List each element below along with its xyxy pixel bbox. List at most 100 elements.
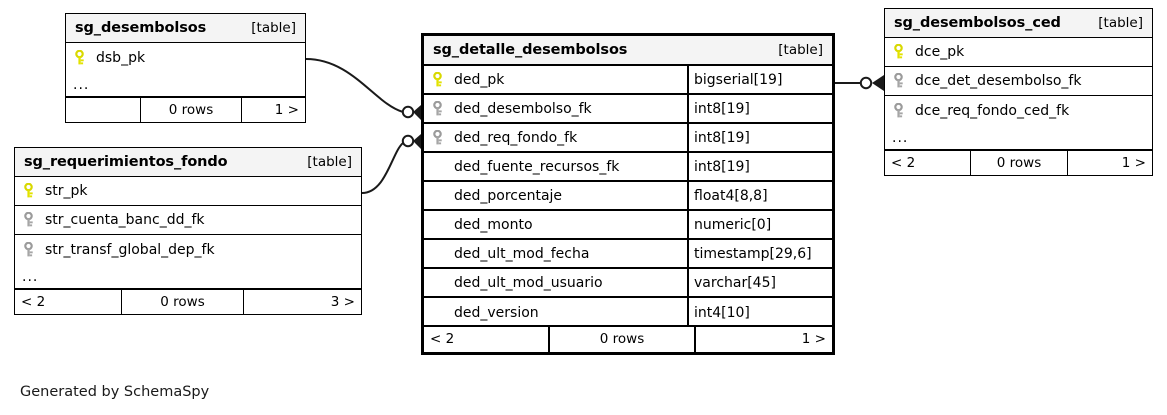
column-type-cell: bigserial[19]	[687, 66, 832, 93]
footer-parents-count[interactable]: < 2	[15, 289, 122, 315]
column-name-cell: dsb_pk	[66, 43, 305, 72]
column-name-text: ded_ult_mod_usuario	[454, 274, 603, 291]
footer-children-count[interactable]: 3 >	[330, 293, 355, 310]
column-type-cell: varchar[45]	[687, 269, 832, 296]
table-row[interactable]: ded_ult_mod_usuario varchar[45]	[424, 269, 832, 298]
table-type-tag: [table]	[1098, 15, 1143, 31]
table-row[interactable]: ded_req_fondo_fk int8[19]	[424, 124, 832, 153]
column-name-cell: ded_porcentaje	[424, 182, 687, 209]
column-type-cell: numeric[0]	[687, 211, 832, 238]
table-row[interactable]: ded_desembolso_fk int8[19]	[424, 95, 832, 124]
column-type-cell: timestamp[29,6]	[687, 240, 832, 267]
column-type-cell: int8[19]	[687, 95, 832, 122]
column-list: dsb_pk	[66, 43, 305, 72]
column-type-cell: float4[8,8]	[687, 182, 832, 209]
column-list: ded_pk bigserial[19] ded_desembolso_fk	[424, 66, 832, 327]
table-header: sg_requerimientos_fondo [table]	[15, 148, 361, 177]
footer-children-count[interactable]: 1 >	[274, 101, 299, 118]
table-row[interactable]: ded_pk bigserial[19]	[424, 66, 832, 95]
column-name-cell: ded_ult_mod_usuario	[424, 269, 687, 296]
column-name-text: ded_desembolso_fk	[454, 100, 592, 117]
column-name-cell: ded_pk	[424, 66, 687, 93]
table-row[interactable]: dce_pk	[885, 38, 1152, 67]
primary-key-icon	[74, 49, 91, 66]
table-row[interactable]: ded_version int4[10]	[424, 298, 832, 327]
table-row[interactable]: ded_monto numeric[0]	[424, 211, 832, 240]
more-columns-indicator: ...	[885, 125, 1152, 151]
column-name-cell: ded_ult_mod_fecha	[424, 240, 687, 267]
primary-key-icon	[432, 71, 449, 88]
table-title: sg_detalle_desembolsos	[433, 42, 628, 58]
edge-detalle-to-ced	[835, 75, 884, 91]
footer-parents-count[interactable]: < 2	[424, 326, 550, 352]
table-header: sg_desembolsos [table]	[66, 14, 305, 43]
foreign-key-icon	[23, 212, 40, 228]
column-name-cell: dce_req_fondo_ced_fk	[885, 96, 1152, 125]
foreign-key-icon	[432, 129, 449, 146]
table-sg-requerimientos-fondo[interactable]: sg_requerimientos_fondo [table] str_pk	[14, 147, 362, 316]
column-name-text: ded_fuente_recursos_fk	[454, 158, 620, 175]
column-type-cell: int8[19]	[687, 124, 832, 151]
table-footer: 0 rows 1 >	[66, 96, 305, 123]
column-name-text: dce_req_fondo_ced_fk	[915, 102, 1070, 119]
column-name-text: dce_det_desembolso_fk	[915, 73, 1082, 89]
no-key-spacer	[432, 217, 454, 233]
edge-requerimientos-to-detalle	[361, 134, 421, 194]
no-key-spacer	[432, 246, 454, 262]
table-row[interactable]: ded_porcentaje float4[8,8]	[424, 182, 832, 211]
table-row[interactable]: dsb_pk	[66, 43, 305, 72]
column-list: dce_pk dce_det_desembolso_fk	[885, 38, 1152, 125]
column-name-text: ded_pk	[454, 71, 505, 88]
column-name-cell: str_transf_global_dep_fk	[15, 235, 361, 264]
primary-key-icon	[23, 183, 40, 199]
table-row[interactable]: ded_ult_mod_fecha timestamp[29,6]	[424, 240, 832, 269]
column-name-cell: str_pk	[15, 177, 361, 205]
table-type-tag: [table]	[778, 42, 823, 58]
footer-row-count: 0 rows	[971, 150, 1068, 176]
footer-row-count: 0 rows	[122, 289, 244, 315]
primary-key-icon	[893, 44, 910, 60]
footer-parents-count[interactable]	[66, 97, 141, 123]
table-header: sg_detalle_desembolsos [table]	[424, 36, 832, 66]
table-sg-desembolsos-ced[interactable]: sg_desembolsos_ced [table] dce_pk	[884, 8, 1153, 177]
table-row[interactable]: dce_req_fondo_ced_fk	[885, 96, 1152, 125]
column-name-text: ded_req_fondo_fk	[454, 129, 578, 146]
no-key-spacer	[432, 159, 454, 175]
edge-desembolsos-to-detalle	[305, 58, 421, 120]
table-footer: < 2 0 rows 1 >	[885, 149, 1152, 176]
table-row[interactable]: str_transf_global_dep_fk	[15, 235, 361, 264]
column-name-cell: dce_pk	[885, 38, 1152, 66]
footer-children-count[interactable]: 1 >	[1121, 154, 1146, 171]
foreign-key-icon	[432, 100, 449, 117]
foreign-key-icon	[893, 102, 910, 119]
column-name-text: ded_ult_mod_fecha	[454, 245, 590, 262]
table-sg-detalle-desembolsos[interactable]: sg_detalle_desembolsos [table] ded_pk	[421, 33, 835, 355]
column-name-text: ded_porcentaje	[454, 187, 563, 204]
table-row[interactable]: str_cuenta_banc_dd_fk	[15, 206, 361, 235]
column-name-cell: str_cuenta_banc_dd_fk	[15, 206, 361, 234]
table-row[interactable]: ded_fuente_recursos_fk int8[19]	[424, 153, 832, 182]
table-row[interactable]: dce_det_desembolso_fk	[885, 67, 1152, 96]
column-name-text: dce_pk	[915, 44, 965, 60]
table-footer: < 2 0 rows 3 >	[15, 288, 361, 315]
table-type-tag: [table]	[251, 20, 296, 36]
footer-parents-count[interactable]: < 2	[885, 150, 971, 176]
no-key-spacer	[432, 275, 454, 291]
table-sg-desembolsos[interactable]: sg_desembolsos [table] dsb_pk	[65, 13, 306, 124]
table-header: sg_desembolsos_ced [table]	[885, 9, 1152, 38]
table-row[interactable]: str_pk	[15, 177, 361, 206]
column-name-cell: ded_fuente_recursos_fk	[424, 153, 687, 180]
no-key-spacer	[432, 305, 454, 321]
column-list: str_pk str_cuenta_banc_dd_fk	[15, 177, 361, 264]
column-name-cell: dce_det_desembolso_fk	[885, 67, 1152, 95]
footer-children-count[interactable]: 1 >	[801, 331, 826, 348]
footer-row-count: 0 rows	[550, 326, 696, 352]
column-name-cell: ded_req_fondo_fk	[424, 124, 687, 151]
table-type-tag: [table]	[307, 154, 352, 170]
column-type-cell: int8[19]	[687, 153, 832, 180]
table-title: sg_desembolsos_ced	[894, 15, 1061, 31]
column-type-cell: int4[10]	[687, 298, 832, 327]
column-name-cell: ded_desembolso_fk	[424, 95, 687, 122]
column-name-text: ded_version	[454, 304, 539, 321]
